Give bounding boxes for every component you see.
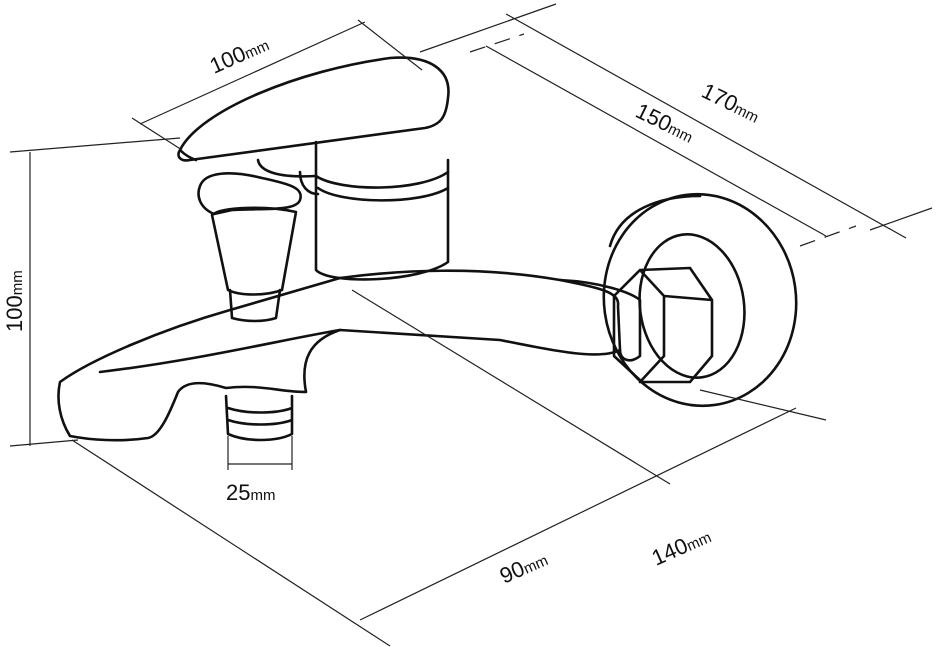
dim-center-extension-bottom	[869, 207, 933, 231]
lever-handle-lip	[178, 148, 198, 162]
dim-outer-line	[505, 13, 907, 239]
label-outlet-diameter: 25mm	[226, 480, 275, 505]
wall-flange-rim	[608, 194, 702, 248]
label-projection: 140mm	[648, 523, 715, 571]
dim-height-extension-top	[9, 137, 181, 153]
hex-nut	[612, 266, 714, 384]
dim-spout-extension-front	[71, 439, 391, 647]
dim-handle-line	[139, 21, 366, 125]
dim-spout-extension-back	[351, 289, 671, 485]
dim-center-extension-top	[419, 3, 557, 53]
cartridge-side	[298, 170, 320, 196]
dim-projection-extension	[699, 389, 827, 421]
dimension-lines	[9, 3, 933, 647]
label-center-inner: 150mm	[632, 98, 698, 148]
spout-top-edge	[98, 328, 342, 374]
diverter-knob-stem	[228, 288, 282, 323]
dim-handle-extension-right	[357, 19, 423, 71]
spout-body	[57, 269, 622, 442]
wall-elbow	[558, 278, 642, 362]
wall-flange-inner	[638, 233, 746, 379]
label-height: 100mm	[2, 270, 27, 332]
faucet-drawing	[57, 56, 798, 442]
dim-height-extension-bottom	[9, 439, 79, 447]
cartridge-band-bottom	[316, 186, 450, 202]
lever-neck	[256, 158, 318, 178]
dim-handle-extension-left	[131, 117, 183, 151]
label-spout-length: 90mm	[496, 546, 551, 589]
cartridge-body	[314, 140, 450, 281]
dim-center-dashed-bottom	[799, 225, 857, 247]
dim-inner-line	[485, 45, 827, 237]
dim-bottom-line	[359, 407, 797, 621]
lever-handle	[177, 56, 450, 162]
outlet-thread	[224, 394, 294, 442]
dim-center-dashed-top	[469, 33, 525, 53]
cartridge-band-top	[314, 170, 450, 189]
wall-flange-outer	[602, 192, 798, 408]
diverter-knob-arm	[197, 172, 302, 216]
label-center-outer: 170mm	[698, 78, 764, 128]
diverter-knob-cap	[210, 206, 298, 296]
label-handle-length: 100mm	[206, 31, 273, 79]
